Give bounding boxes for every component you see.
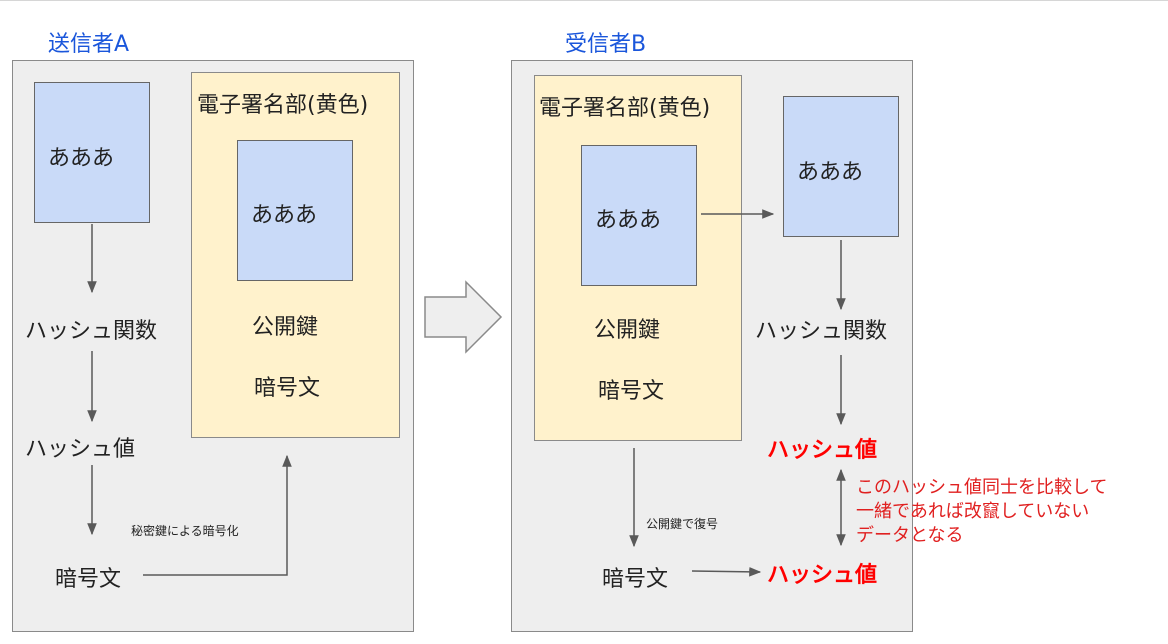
sender-document: あああ bbox=[34, 82, 150, 223]
receiver-hash-value-bottom: ハッシュ値 bbox=[767, 563, 878, 588]
sender-signature-public-key: 公開鍵 bbox=[252, 315, 319, 340]
sender-hash-function: ハッシュ関数 bbox=[25, 319, 158, 344]
receiver-signature-document-text: あああ bbox=[595, 208, 662, 233]
comparison-note: このハッシュ値同士を比較して 一緒であれば改竄していない データとなる bbox=[856, 476, 1107, 548]
receiver-signature-document: あああ bbox=[581, 145, 697, 286]
sender-encrypt-label: 秘密鍵による暗号化 bbox=[131, 524, 239, 538]
receiver-document-text: あああ bbox=[797, 160, 864, 185]
comparison-note-line-2: 一緒であれば改竄していない bbox=[856, 501, 1090, 522]
receiver-document: あああ bbox=[783, 96, 899, 237]
receiver-hash-function: ハッシュ関数 bbox=[755, 319, 888, 344]
comparison-note-line-1: このハッシュ値同士を比較して bbox=[856, 477, 1108, 498]
sender-signature-title: 電子署名部(黄色) bbox=[197, 93, 369, 118]
receiver-decrypt-label: 公開鍵で復号 bbox=[646, 517, 719, 531]
sender-signature-document-text: あああ bbox=[251, 203, 318, 228]
receiver-signature-public-key: 公開鍵 bbox=[594, 318, 661, 343]
receiver-arrow-cipher-to-hashvalue bbox=[691, 567, 762, 577]
sender-hash-value: ハッシュ値 bbox=[25, 437, 136, 462]
receiver-hash-value-top: ハッシュ値 bbox=[767, 438, 878, 463]
sender-ciphertext: 暗号文 bbox=[55, 567, 122, 592]
sender-signature-document: あああ bbox=[237, 140, 353, 281]
receiver-ciphertext: 暗号文 bbox=[602, 567, 669, 592]
sender-signature-ciphertext: 暗号文 bbox=[254, 376, 321, 401]
receiver-signature-box: 電子署名部(黄色) あああ 公開鍵 暗号文 bbox=[534, 75, 742, 441]
receiver-title: 受信者B bbox=[565, 32, 647, 57]
comparison-note-line-3: データとなる bbox=[856, 525, 964, 546]
sender-title: 送信者A bbox=[48, 32, 130, 57]
sender-document-text: あああ bbox=[48, 146, 115, 171]
receiver-signature-title: 電子署名部(黄色) bbox=[539, 96, 711, 121]
top-divider bbox=[0, 0, 1168, 1]
right-arrow-icon bbox=[424, 280, 503, 354]
receiver-signature-ciphertext: 暗号文 bbox=[598, 379, 665, 404]
sender-arrow-cipher-to-signature bbox=[143, 454, 292, 576]
sender-signature-box: 電子署名部(黄色) あああ 公開鍵 暗号文 bbox=[191, 72, 400, 438]
